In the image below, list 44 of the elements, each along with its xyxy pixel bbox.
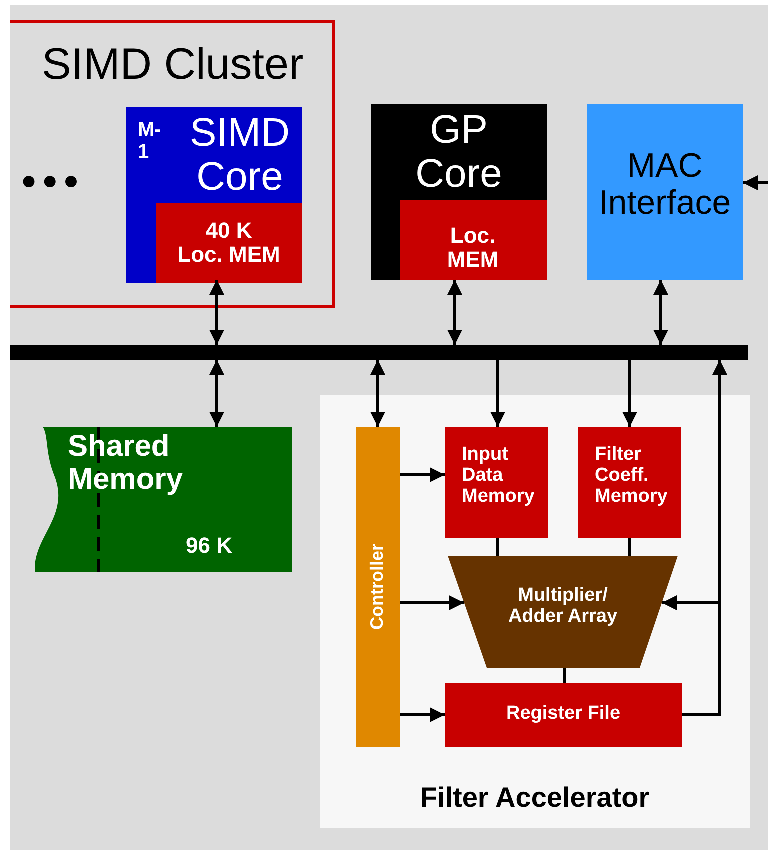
interface-block — [587, 104, 743, 280]
memory-size: 96 K — [186, 534, 234, 558]
register-block — [445, 683, 682, 747]
cluster-title: SIMD Cluster — [42, 41, 305, 90]
controller-bar — [356, 427, 400, 747]
bus-bar — [10, 345, 748, 360]
memory-label: Filter Coeff. Memory — [595, 445, 669, 508]
accelerator-title: Filter Accelerator — [419, 783, 651, 814]
arrow — [400, 468, 445, 482]
core-title: SIMD Core — [189, 111, 291, 199]
connector-line — [564, 668, 566, 683]
memory-label: 40 K Loc. MEM — [176, 219, 282, 268]
memory-block — [445, 427, 548, 538]
register-label: Register File — [505, 704, 622, 725]
core-title: GP Core — [414, 108, 504, 196]
memory-label: Loc. MEM — [446, 224, 500, 272]
array-label: Multiplier/ Adder Array — [507, 586, 619, 628]
connector-line — [628, 538, 632, 556]
arrow — [448, 280, 462, 345]
core-index: M-1 — [138, 119, 162, 163]
cluster-frame — [10, 20, 335, 308]
arrow — [654, 280, 668, 345]
arrow — [743, 176, 768, 190]
ellipsis-dots: • • • — [22, 160, 76, 205]
memory-block — [35, 427, 292, 572]
memory-block — [578, 427, 681, 538]
controller-label: Controller — [368, 544, 388, 630]
arrow — [490, 360, 506, 427]
array-trapezoid — [448, 556, 678, 668]
arrow — [400, 596, 464, 610]
arrow — [370, 360, 386, 427]
arrow — [622, 360, 638, 427]
memory-label: Input Data Memory — [462, 445, 536, 508]
accelerator-panel — [320, 395, 750, 828]
connector-line — [496, 538, 500, 556]
core-block — [371, 104, 547, 280]
memory-block — [156, 203, 302, 283]
interface-label: MAC Interface — [598, 148, 732, 223]
memory-block — [400, 200, 547, 280]
arrow — [210, 280, 224, 345]
arrow — [400, 708, 445, 722]
memory-title: Shared Memory — [68, 430, 184, 496]
arrow — [210, 360, 224, 427]
core-block — [126, 107, 302, 283]
